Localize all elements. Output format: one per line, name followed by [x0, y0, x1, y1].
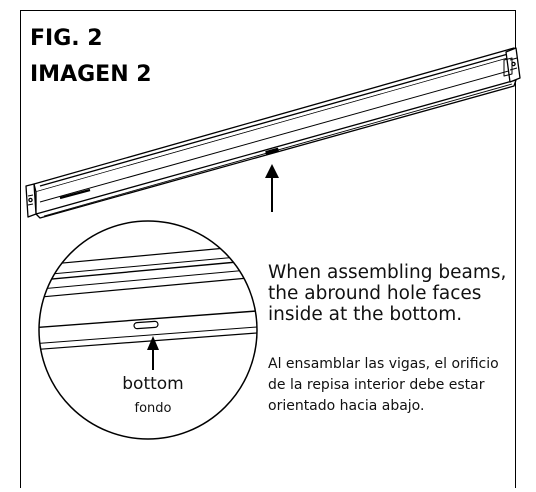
callout-label-en: bottom [122, 374, 184, 394]
figure-frame [20, 10, 516, 488]
instruction-text-es: Al ensamblar las vigas, el orificio de l… [268, 356, 499, 414]
beam-illustration [25, 47, 521, 219]
instruction-text-en: When assembling beams, the abround hole … [268, 262, 507, 325]
figure-title-es: IMAGEN 2 [30, 62, 152, 87]
detail-circle [38, 220, 258, 440]
callout-label-es: fondo [134, 401, 172, 416]
up-arrow-icon [265, 164, 279, 212]
figure-title-en: FIG. 2 [30, 26, 103, 51]
